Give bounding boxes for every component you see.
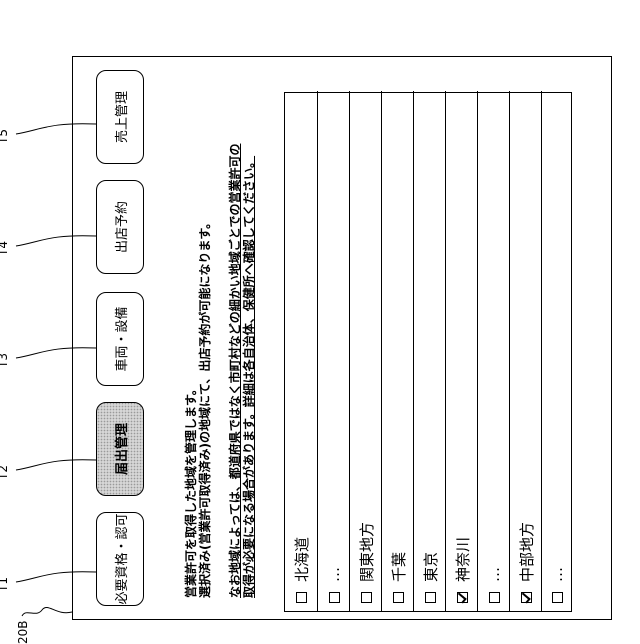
checkbox[interactable] <box>425 592 436 603</box>
region-label: 神奈川 <box>452 537 473 582</box>
region-item-chiba[interactable]: 千葉 <box>381 91 414 611</box>
checkbox[interactable] <box>552 592 563 603</box>
tab-ref-T1: T1 <box>0 577 10 592</box>
message-line-2: 選択済み(営業許可取得済み)の地域にて、出店予約が可能になります。 <box>198 217 212 598</box>
tab-sales-management[interactable]: 売上管理 <box>96 70 144 164</box>
checkbox[interactable] <box>296 592 307 603</box>
region-list-items: 北海道 … 関東地方 千葉 東京 神奈川 … 中部地方 <box>285 91 571 611</box>
region-item-ellipsis-2[interactable]: … <box>477 91 510 611</box>
region-item-tokyo[interactable]: 東京 <box>413 91 446 611</box>
tab-notification-management[interactable]: 届出管理 <box>96 402 144 496</box>
tab-required-licenses[interactable]: 必要資格・認可 <box>96 512 144 606</box>
tab-ref-T4: T4 <box>0 241 10 256</box>
tab-ref-T2: T2 <box>0 465 10 480</box>
tab-label: 届出管理 <box>111 423 130 475</box>
checkbox-checked[interactable] <box>457 592 468 603</box>
message-line-3: なお地域によっては、都道府県ではなく市町村などの細かい地域ごとでの営業許可の <box>228 144 242 598</box>
region-label: 中部地方 <box>516 522 537 582</box>
message-line-4: 取得が必要になる場合があります。詳細は各自治体、保健所へ確認してください。 <box>242 156 256 598</box>
tab-store-reservation[interactable]: 出店予約 <box>96 180 144 274</box>
region-label: 関東地方 <box>356 522 377 582</box>
checkbox-checked[interactable] <box>521 592 532 603</box>
tab-label: 売上管理 <box>111 91 130 143</box>
tab-label: 出店予約 <box>111 201 130 253</box>
region-label: 千葉 <box>388 552 409 582</box>
tab-ref-T3: T3 <box>0 353 10 368</box>
region-label: … <box>325 567 343 582</box>
tab-leader-lines <box>10 80 100 600</box>
region-item-kanagawa[interactable]: 神奈川 <box>445 91 478 611</box>
checkbox[interactable] <box>329 592 340 603</box>
region-item-kanto[interactable]: 関東地方 <box>349 91 382 611</box>
tab-vehicles-equipment[interactable]: 車両・設備 <box>96 292 144 386</box>
tab-ref-T5: T5 <box>0 129 10 144</box>
region-label: … <box>548 567 566 582</box>
region-item-ellipsis-3[interactable]: … <box>541 91 572 611</box>
region-label: 北海道 <box>291 537 312 582</box>
region-list: 北海道 … 関東地方 千葉 東京 神奈川 … 中部地方 <box>284 92 572 612</box>
region-label: … <box>485 567 503 582</box>
region-item-ellipsis-1[interactable]: … <box>317 91 350 611</box>
figure-label: 20B <box>16 620 30 644</box>
region-item-hokkaido[interactable]: 北海道 <box>285 91 317 611</box>
message-line-1: 営業許可を取得した地域を管理します。 <box>184 383 198 598</box>
region-label: 東京 <box>420 552 441 582</box>
checkbox[interactable] <box>489 592 500 603</box>
checkbox[interactable] <box>393 592 404 603</box>
region-item-chubu[interactable]: 中部地方 <box>509 91 542 611</box>
tab-label: 必要資格・認可 <box>111 514 130 605</box>
checkbox[interactable] <box>361 592 372 603</box>
tab-label: 車両・設備 <box>111 307 130 372</box>
